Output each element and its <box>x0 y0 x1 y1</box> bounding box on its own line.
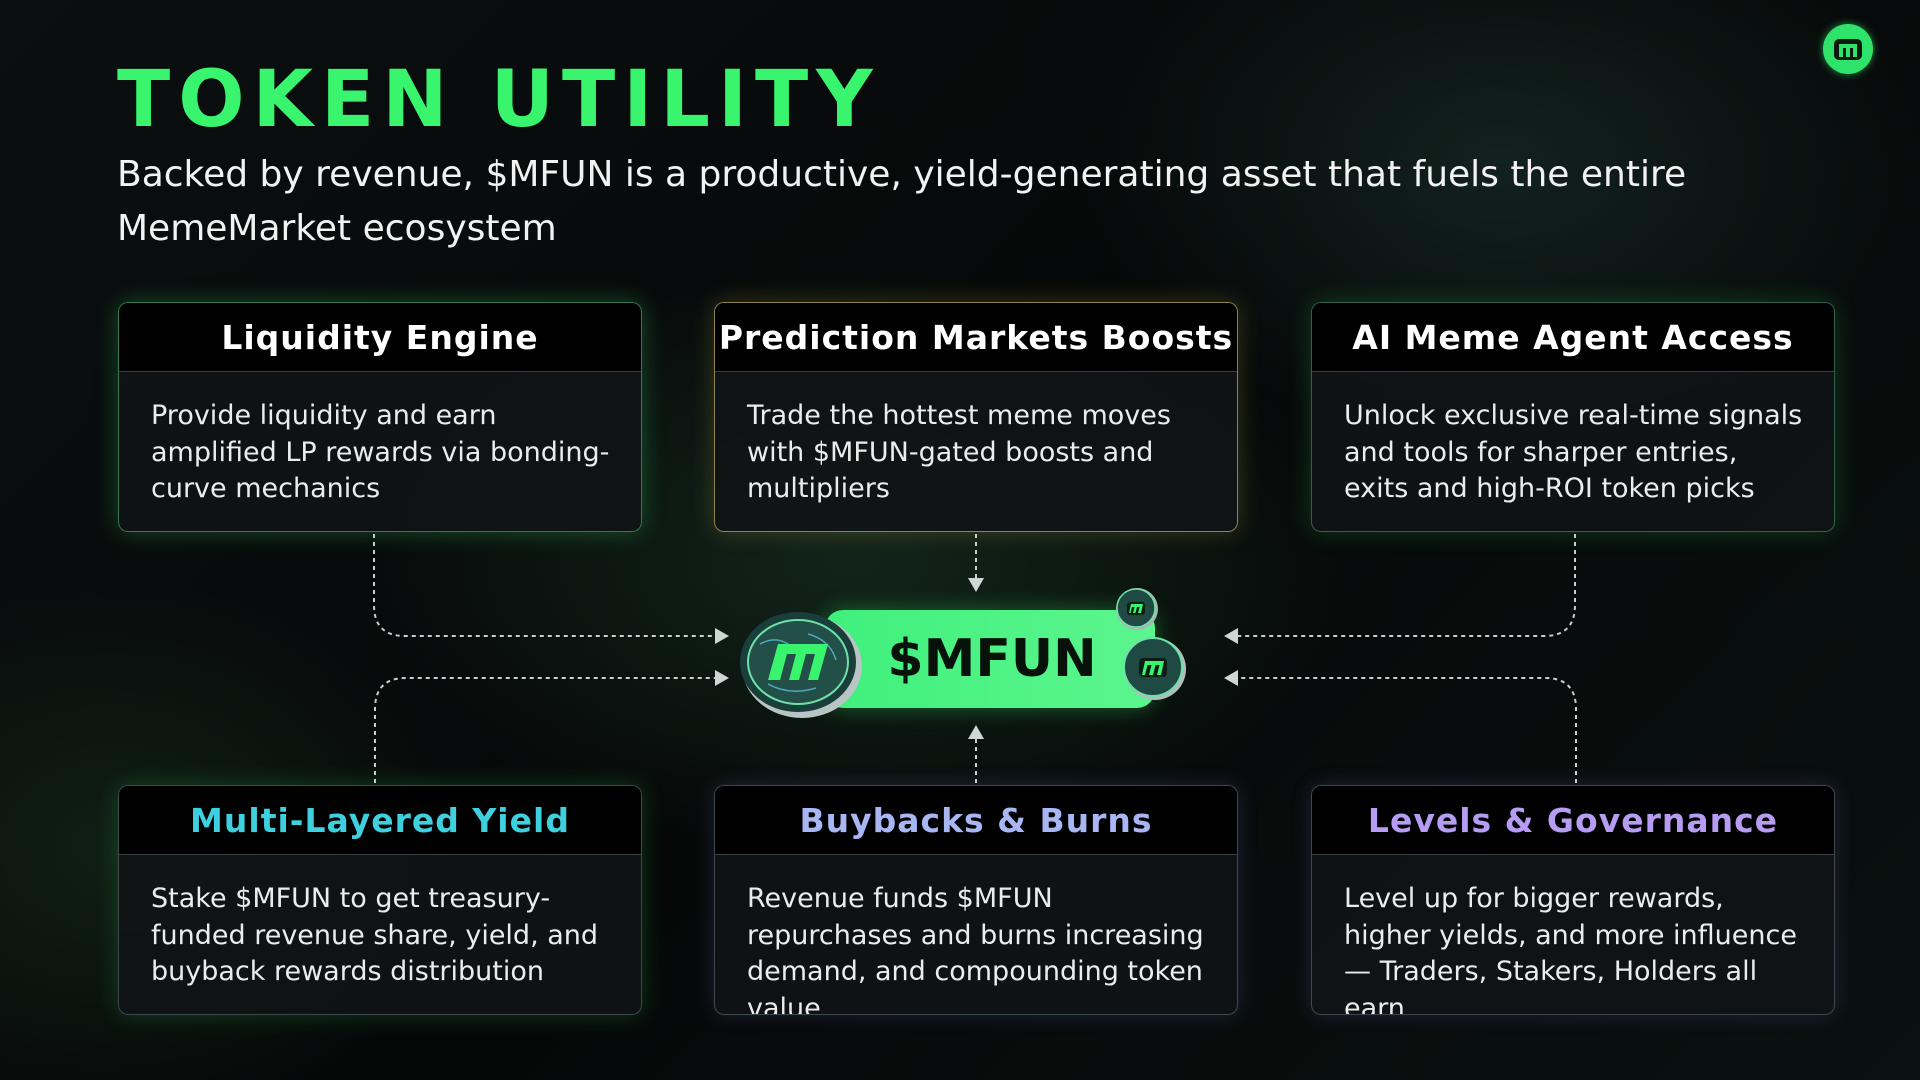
page-title: TOKEN UTILITY <box>117 55 881 145</box>
card-ai-meme-agent-access: AI Meme Agent Access Unlock exclusive re… <box>1311 302 1835 532</box>
mfun-token-label: $MFUN <box>887 629 1097 689</box>
card-title: AI Meme Agent Access <box>1312 303 1834 372</box>
small-coin-icon-2 <box>1123 637 1186 700</box>
connector-levels-governance <box>1224 670 1577 783</box>
card-description: Trade the hottest meme moves with $MFUN-… <box>747 400 1171 504</box>
mememarket-m-logo-icon <box>1823 24 1873 74</box>
card-title: Liquidity Engine <box>119 303 641 372</box>
page-subtitle: Backed by revenue, $MFUN is a productive… <box>117 154 1687 249</box>
connector-multi-layered-yield <box>374 670 729 783</box>
mfun-token-badge <box>825 610 1155 708</box>
card-liquidity-engine: Liquidity Engine Provide liquidity and e… <box>118 302 642 532</box>
card-prediction-markets-boosts: Prediction Markets Boosts Trade the hott… <box>714 302 1238 532</box>
connector-ai-agent <box>1224 534 1576 644</box>
card-description: Unlock exclusive real-time signals and t… <box>1344 400 1803 504</box>
card-title: Buybacks & Burns <box>715 786 1237 855</box>
connector-liquidity-engine <box>373 534 729 644</box>
card-multi-layered-yield: Multi-Layered Yield Stake $MFUN to get t… <box>118 785 642 1015</box>
card-title: Prediction Markets Boosts <box>715 303 1237 372</box>
mfun-coin-icon <box>740 612 862 718</box>
card-levels-governance: Levels & Governance Level up for bigger … <box>1311 785 1835 1015</box>
card-description: Stake $MFUN to get treasury-funded reven… <box>151 883 599 987</box>
card-title: Levels & Governance <box>1312 786 1834 855</box>
card-buybacks-burns: Buybacks & Burns Revenue funds $MFUN rep… <box>714 785 1238 1015</box>
small-coin-icon <box>1116 588 1158 630</box>
card-description: Level up for bigger rewards, higher yiel… <box>1344 883 1797 1015</box>
card-description: Revenue funds $MFUN repurchases and burn… <box>747 883 1204 1015</box>
card-title: Multi-Layered Yield <box>119 786 641 855</box>
card-description: Provide liquidity and earn amplified LP … <box>151 400 610 504</box>
